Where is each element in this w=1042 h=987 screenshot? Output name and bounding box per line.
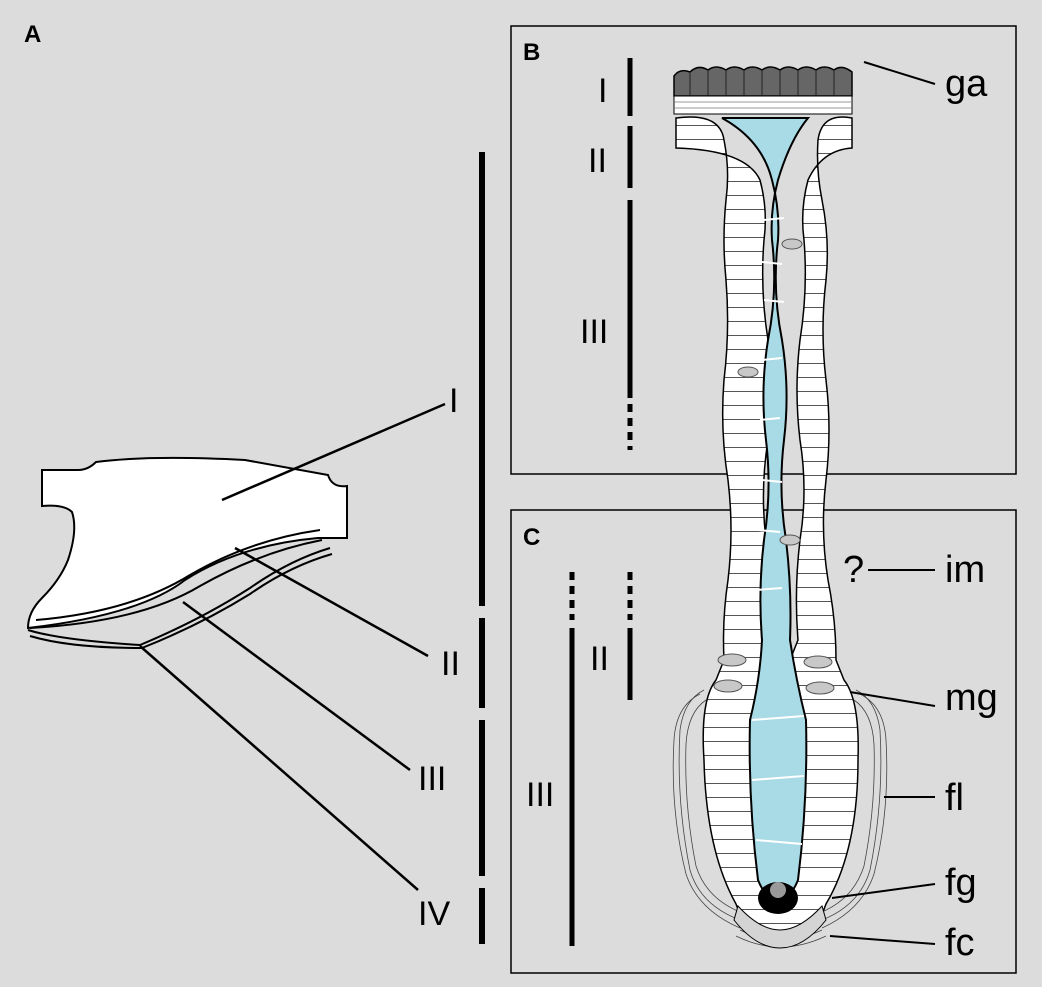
label-ga: ga bbox=[945, 63, 988, 105]
label-fc: fc bbox=[945, 922, 975, 964]
label-b-i: I bbox=[598, 72, 607, 110]
panel-a-letter: A bbox=[24, 21, 41, 48]
fg-grey-dot bbox=[770, 882, 786, 898]
label-fg: fg bbox=[945, 862, 977, 904]
label-mg: mg bbox=[945, 677, 998, 719]
label-a-iii: III bbox=[418, 760, 446, 798]
label-c-iii: III bbox=[526, 776, 554, 814]
label-im-query: ? bbox=[843, 549, 864, 591]
label-a-iv: IV bbox=[418, 895, 450, 933]
label-b-iii: III bbox=[580, 313, 608, 351]
cap-base bbox=[674, 96, 852, 114]
label-b-ii: II bbox=[588, 142, 607, 180]
cap-layer bbox=[674, 67, 852, 96]
panel-b-letter: B bbox=[523, 39, 540, 66]
label-fl: fl bbox=[945, 777, 964, 819]
panel-c-letter: C bbox=[523, 524, 540, 551]
label-c-ii: II bbox=[590, 640, 609, 678]
label-a-i: I bbox=[449, 382, 458, 420]
label-im: im bbox=[945, 549, 985, 591]
label-a-ii: II bbox=[441, 645, 460, 683]
